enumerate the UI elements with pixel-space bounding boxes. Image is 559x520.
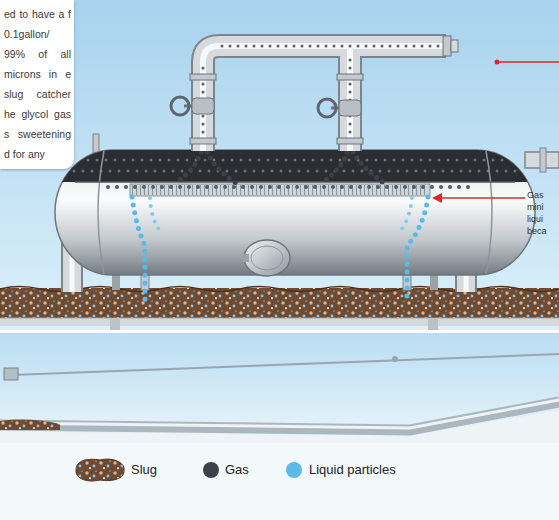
band-edge <box>75 181 515 183</box>
pipe-flange <box>337 74 363 80</box>
legend-background <box>0 440 559 520</box>
callout-text: Gas mini liqui beca <box>527 189 558 237</box>
manway-cover <box>244 240 290 276</box>
nozzle-flange <box>540 148 546 172</box>
slug-in-pipeline <box>0 420 60 430</box>
footing <box>428 318 438 330</box>
leader-dot <box>495 60 500 65</box>
slug-ground <box>0 288 559 319</box>
legend-swatch <box>203 462 219 478</box>
gas-flow-dots <box>322 152 347 183</box>
gas-flow-dots <box>176 152 201 183</box>
legend <box>76 459 302 481</box>
lower-sky <box>0 333 559 443</box>
pipe-flange <box>190 138 216 144</box>
base-line <box>0 318 559 319</box>
panel-divider <box>0 330 559 333</box>
legend-text: Liquid particles <box>309 462 396 478</box>
pipe-flange <box>443 36 451 56</box>
legend-swatch <box>286 462 302 478</box>
pipe-end <box>451 40 458 52</box>
valve-handwheel <box>171 97 189 115</box>
manway-hinge <box>243 254 249 262</box>
vent-stub <box>93 134 99 154</box>
gas-dots <box>74 170 525 173</box>
note-box: ed to have a f 0.1gallon/ 99% of all mic… <box>0 0 74 169</box>
head-seam <box>486 151 492 274</box>
valve-handwheel <box>318 99 336 117</box>
liquid-droplets <box>132 197 145 302</box>
manway-rim <box>251 246 283 270</box>
slug-swatch <box>76 459 124 481</box>
gas-flow-dots <box>353 152 384 183</box>
sky-background <box>0 0 559 330</box>
arrow-head <box>432 193 442 203</box>
slug-catcher-vessel <box>55 150 535 275</box>
base-slab <box>0 318 559 326</box>
valve-body <box>192 98 214 114</box>
pipeline <box>12 354 559 375</box>
pipe-flange <box>190 74 216 80</box>
gas-flow-dots <box>207 152 236 183</box>
liquid-droplets <box>398 198 412 234</box>
head-seam <box>98 151 104 274</box>
vessel-top-band <box>55 150 535 182</box>
leader-arrow <box>440 197 525 199</box>
legend-text: Gas <box>225 462 249 478</box>
pipe-tee <box>4 368 18 380</box>
leader-line <box>497 61 559 63</box>
valve-body <box>339 100 361 116</box>
liquid-droplets <box>150 198 162 234</box>
pipe-highlight <box>0 400 559 428</box>
gas-dots <box>70 159 525 162</box>
gas-inlet-pipe <box>203 46 446 151</box>
gas-flow-dots <box>108 185 472 189</box>
legend-text: Slug <box>131 462 157 478</box>
gas-space <box>55 150 535 182</box>
note-text: ed to have a f 0.1gallon/ 99% of all mic… <box>4 4 71 164</box>
gas-dots <box>222 45 440 48</box>
pipe-highlight <box>203 46 446 151</box>
footing <box>110 318 120 330</box>
gas-inlet-pipe <box>203 46 446 151</box>
pipe-support <box>392 356 398 362</box>
pipe-flange <box>337 138 363 144</box>
